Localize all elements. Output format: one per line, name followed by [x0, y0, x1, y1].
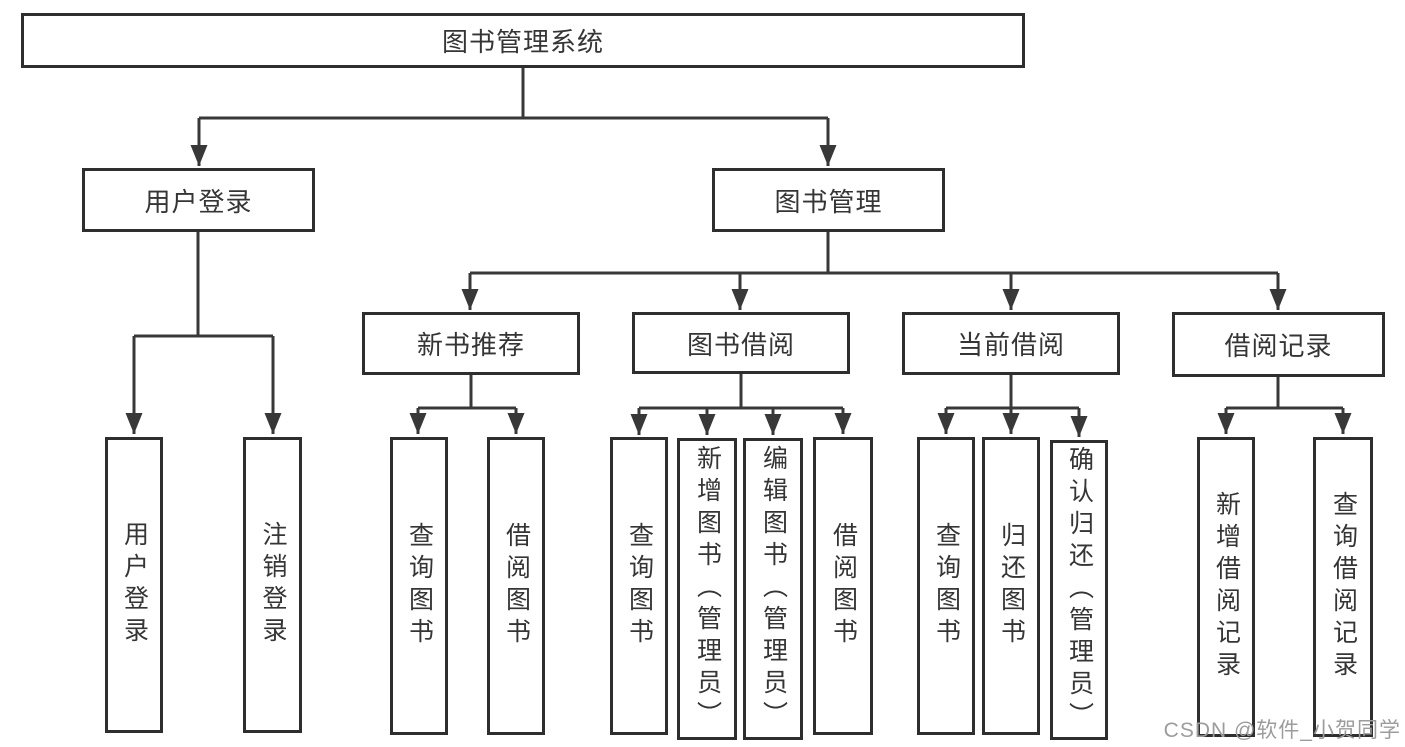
- csdn-watermark: CSDN @软件_小贺同学: [1163, 719, 1401, 742]
- leaf-query-borrow-record: 查询借阅记录: [1313, 437, 1373, 737]
- node-new-book-recommend: 新书推荐: [362, 312, 580, 375]
- leaf-query-books-current: 查询图书: [917, 437, 975, 735]
- node-user-login: 用户登录: [82, 168, 315, 232]
- node-borrowing-records: 借阅记录: [1172, 312, 1385, 377]
- node-root-system: 图书管理系统: [21, 13, 1025, 68]
- leaf-borrow-books-recommend: 借阅图书: [487, 437, 545, 735]
- leaf-label: 归还图书: [997, 522, 1026, 650]
- leaf-label: 借阅图书: [502, 522, 531, 650]
- edge-skeletons: [134, 68, 1343, 410]
- leaf-label: 新增图书（管理员）: [693, 445, 722, 733]
- leaf-add-borrow-record: 新增借阅记录: [1197, 437, 1255, 737]
- leaf-add-books-admin: 新增图书（管理员）: [677, 438, 737, 740]
- leaf-label: 查询借阅记录: [1329, 491, 1358, 683]
- leaf-label: 用户登录: [120, 521, 149, 649]
- leaf-label: 确认归还（管理员）: [1065, 446, 1094, 734]
- leaf-label: 查询图书: [932, 522, 961, 650]
- leaf-borrow-books: 借阅图书: [813, 437, 873, 735]
- node-book-borrowing: 图书借阅: [632, 312, 850, 374]
- leaf-query-books-recommend: 查询图书: [390, 437, 448, 735]
- leaf-label: 查询图书: [405, 522, 434, 650]
- leaf-user-login: 用户登录: [105, 437, 163, 733]
- leaf-label: 借阅图书: [829, 522, 858, 650]
- leaf-label: 注销登录: [259, 521, 287, 649]
- leaf-label: 编辑图书（管理员）: [759, 445, 788, 733]
- leaf-label: 新增借阅记录: [1212, 491, 1241, 683]
- leaf-logout: 注销登录: [243, 437, 302, 733]
- node-book-management: 图书管理: [712, 168, 945, 232]
- leaf-edit-books-admin: 编辑图书（管理员）: [743, 438, 803, 740]
- leaf-label: 查询图书: [625, 522, 654, 650]
- leaf-return-books: 归还图书: [982, 437, 1040, 735]
- leaf-query-books-borrow: 查询图书: [610, 437, 668, 735]
- leaf-confirm-return-admin: 确认归还（管理员）: [1050, 440, 1108, 740]
- node-current-borrowing: 当前借阅: [902, 312, 1120, 375]
- edge-arrows: [125, 118, 1352, 437]
